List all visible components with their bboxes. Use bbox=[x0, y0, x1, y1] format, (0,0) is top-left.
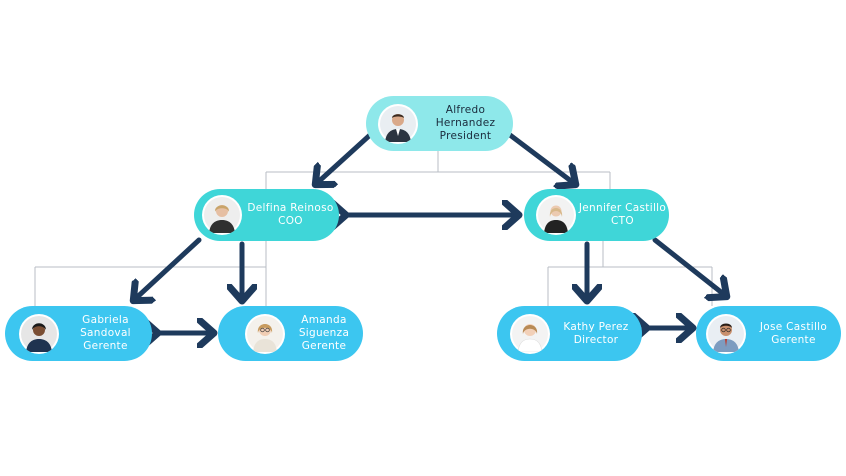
node-label: Gabriela Sandoval Gerente bbox=[59, 314, 152, 353]
node-jennifer-castillo[interactable]: Jennifer Castillo CTO bbox=[524, 189, 669, 241]
connector-right bbox=[547, 241, 713, 306]
org-connector-lines bbox=[34, 151, 713, 306]
arrow-alfredo-to-jennifer bbox=[507, 132, 575, 184]
node-gabriela-sandoval[interactable]: Gabriela Sandoval Gerente bbox=[5, 306, 152, 361]
person-role: President bbox=[439, 130, 492, 142]
woman-glasses-avatar-icon bbox=[245, 313, 285, 354]
flow-arrows bbox=[134, 132, 726, 333]
node-label: Kathy Perez Director bbox=[550, 321, 642, 347]
person-name: Jose Castillo bbox=[759, 320, 828, 333]
node-label: Alfredo Hernandez President bbox=[418, 104, 513, 143]
person-name: Delfina Reinoso bbox=[247, 202, 334, 214]
woman-blonde-avatar-icon bbox=[536, 195, 576, 235]
connector-left bbox=[34, 241, 267, 306]
man-suit-avatar-icon bbox=[378, 103, 418, 144]
person-role: COO bbox=[278, 215, 303, 227]
node-label: Jose Castillo Gerente bbox=[746, 321, 841, 347]
person-role: Gerente bbox=[301, 340, 347, 352]
person-name: Kathy Perez bbox=[563, 320, 629, 333]
node-kathy-perez[interactable]: Kathy Perez Director bbox=[497, 306, 642, 361]
node-label: Amanda Siguenza Gerente bbox=[285, 314, 363, 353]
person-name-last: Siguenza bbox=[298, 327, 350, 339]
person-role: Gerente bbox=[771, 333, 816, 346]
node-amanda-siguenza[interactable]: Amanda Siguenza Gerente bbox=[218, 306, 363, 361]
arrow-alfredo-to-delfina bbox=[316, 132, 373, 184]
person-name: Alfredo Hernandez bbox=[435, 104, 496, 129]
person-name-last: Sandoval bbox=[80, 327, 131, 339]
connector-top bbox=[265, 151, 611, 189]
woman-smiling-avatar-icon bbox=[510, 313, 550, 354]
person-role: Director bbox=[573, 333, 619, 346]
person-name: Jennifer Castillo bbox=[578, 202, 667, 214]
man-glasses-avatar-icon bbox=[706, 313, 746, 354]
node-label: Delfina Reinoso COO bbox=[242, 202, 339, 228]
node-delfina-reinoso[interactable]: Delfina Reinoso COO bbox=[194, 189, 339, 241]
arrow-delfina-to-gabriela bbox=[134, 237, 202, 300]
node-alfredo-hernandez[interactable]: Alfredo Hernandez President bbox=[366, 96, 513, 151]
person-role: CTO bbox=[611, 215, 634, 227]
person-name-first: Gabriela bbox=[82, 314, 129, 326]
person-role: Gerente bbox=[83, 340, 128, 352]
arrow-jennifer-to-jose bbox=[652, 237, 726, 296]
person-name-first: Amanda bbox=[301, 314, 347, 326]
node-jose-castillo[interactable]: Jose Castillo Gerente bbox=[696, 306, 841, 361]
node-label: Jennifer Castillo CTO bbox=[576, 202, 669, 228]
woman-dark-avatar-icon bbox=[19, 313, 59, 354]
woman-blazer-avatar-icon bbox=[202, 195, 242, 235]
